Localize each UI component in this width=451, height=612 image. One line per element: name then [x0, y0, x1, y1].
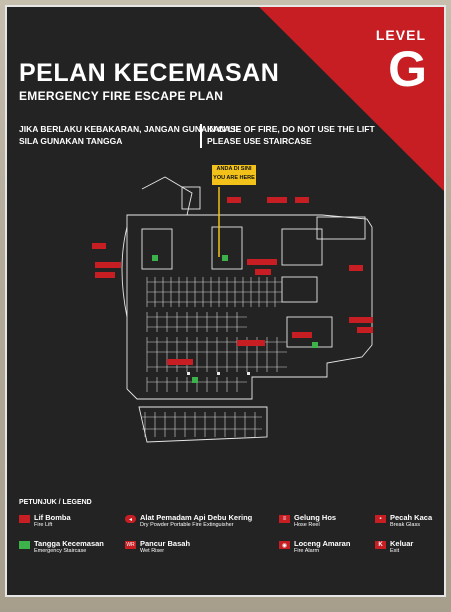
floor-plan	[92, 176, 373, 443]
marker-right	[349, 265, 363, 271]
legend-sublabel: Dry Powder Portable Fire Extinguisher	[140, 522, 234, 528]
marker-break-glass	[92, 243, 106, 249]
instruction-malay-line-1: JIKA BERLAKU KEBAKARAN, JANGAN GUNAKAN L…	[19, 124, 241, 134]
legend-sublabel: Break Glass	[390, 522, 420, 528]
legend-label: Pancur Basah	[140, 539, 191, 548]
marker-right-2	[349, 317, 373, 323]
marker-lower-centre	[237, 340, 265, 346]
room-mid-right	[281, 276, 318, 303]
legend-sublabel: Hose Reel	[294, 522, 320, 528]
level-value: G	[388, 41, 427, 97]
you-are-here-text: ANDA DI SINI	[216, 166, 252, 172]
extinguisher-icon: ◂	[125, 515, 136, 523]
legend-label: Pecah Kaca	[390, 513, 433, 522]
legend-label: Gelung Hos	[294, 513, 337, 522]
marker-wet-riser-2	[295, 197, 309, 203]
fire-lift-icon	[19, 515, 30, 523]
legend-sublabel: Emergency Staircase	[34, 548, 87, 554]
legend-sublabel: Exit	[390, 548, 400, 554]
fire-escape-plan-sign: LEVEL G PELAN KECEMASAN EMERGENCY FIRE E…	[5, 5, 446, 597]
you-are-here-text-en: YOU ARE HERE	[213, 175, 255, 181]
legend-title: PETUNJUK / LEGEND	[19, 499, 92, 506]
legend-label: Loceng Amaran	[294, 539, 351, 548]
vehicle-block	[181, 186, 201, 210]
legend-label: Tangga Kecemasan	[34, 539, 104, 548]
room-top-right	[316, 216, 366, 240]
instruction-malay: JIKA BERLAKU KEBAKARAN, JANGAN GUNAKAN L…	[19, 123, 241, 147]
instruction-english: IN CASE OF FIRE, DO NOT USE THE LIFT PLE…	[207, 123, 375, 147]
sign-subtitle: EMERGENCY FIRE ESCAPE PLAN	[19, 89, 224, 103]
marker-hose-reel	[267, 197, 287, 203]
room-lower-right	[286, 316, 333, 348]
fire-equipment-markers	[92, 197, 373, 365]
marker-lower-right	[292, 332, 312, 338]
columns	[187, 372, 250, 375]
marker-alarm-left	[95, 262, 121, 268]
sign-title: PELAN KECEMASAN	[19, 59, 280, 87]
legend-label: Keluar	[390, 539, 414, 548]
you-are-here-badge: ANDA DI SINI YOU ARE HERE	[212, 165, 256, 185]
parking-stalls	[142, 277, 287, 437]
marker-hose-centre-2	[255, 269, 271, 275]
legend-label: Alat Pemadam Api Debu Kering	[140, 513, 253, 522]
break-glass-icon: ▪	[375, 515, 386, 523]
legend-sublabel: Fire Lift	[34, 522, 53, 528]
fire-alarm-icon: ◉	[279, 541, 290, 549]
instruction-english-line-2: PLEASE USE STAIRCASE	[207, 136, 312, 146]
instruction-divider	[200, 124, 202, 148]
marker-wet-riser	[227, 197, 241, 203]
marker-lower-left	[167, 359, 193, 365]
entrance-structure	[141, 176, 193, 216]
exit-icon: K	[375, 541, 386, 549]
lower-parking-area	[138, 406, 268, 443]
room-left	[141, 228, 173, 270]
building-outline	[126, 214, 373, 400]
instruction-english-line-1: IN CASE OF FIRE, DO NOT USE THE LIFT	[207, 124, 375, 134]
marker-right-3	[357, 327, 373, 333]
room-right	[281, 228, 323, 266]
legend-label: Lif Bomba	[34, 513, 71, 522]
staircase-icon	[19, 541, 30, 549]
ramp-curve	[121, 226, 128, 318]
legend-sublabel: Wet Riser	[140, 548, 165, 554]
level-label: LEVEL	[375, 27, 426, 43]
wet-riser-icon: WR	[125, 541, 136, 549]
hose-reel-icon: ≡	[279, 515, 290, 523]
staircase-markers	[152, 255, 318, 383]
marker-hose-centre	[247, 259, 277, 265]
marker-alarm-left-2	[95, 272, 115, 278]
instruction-malay-line-2: SILA GUNAKAN TANGGA	[19, 136, 123, 146]
legend-sublabel: Fire Alarm	[294, 548, 320, 554]
room-centre	[211, 226, 243, 270]
